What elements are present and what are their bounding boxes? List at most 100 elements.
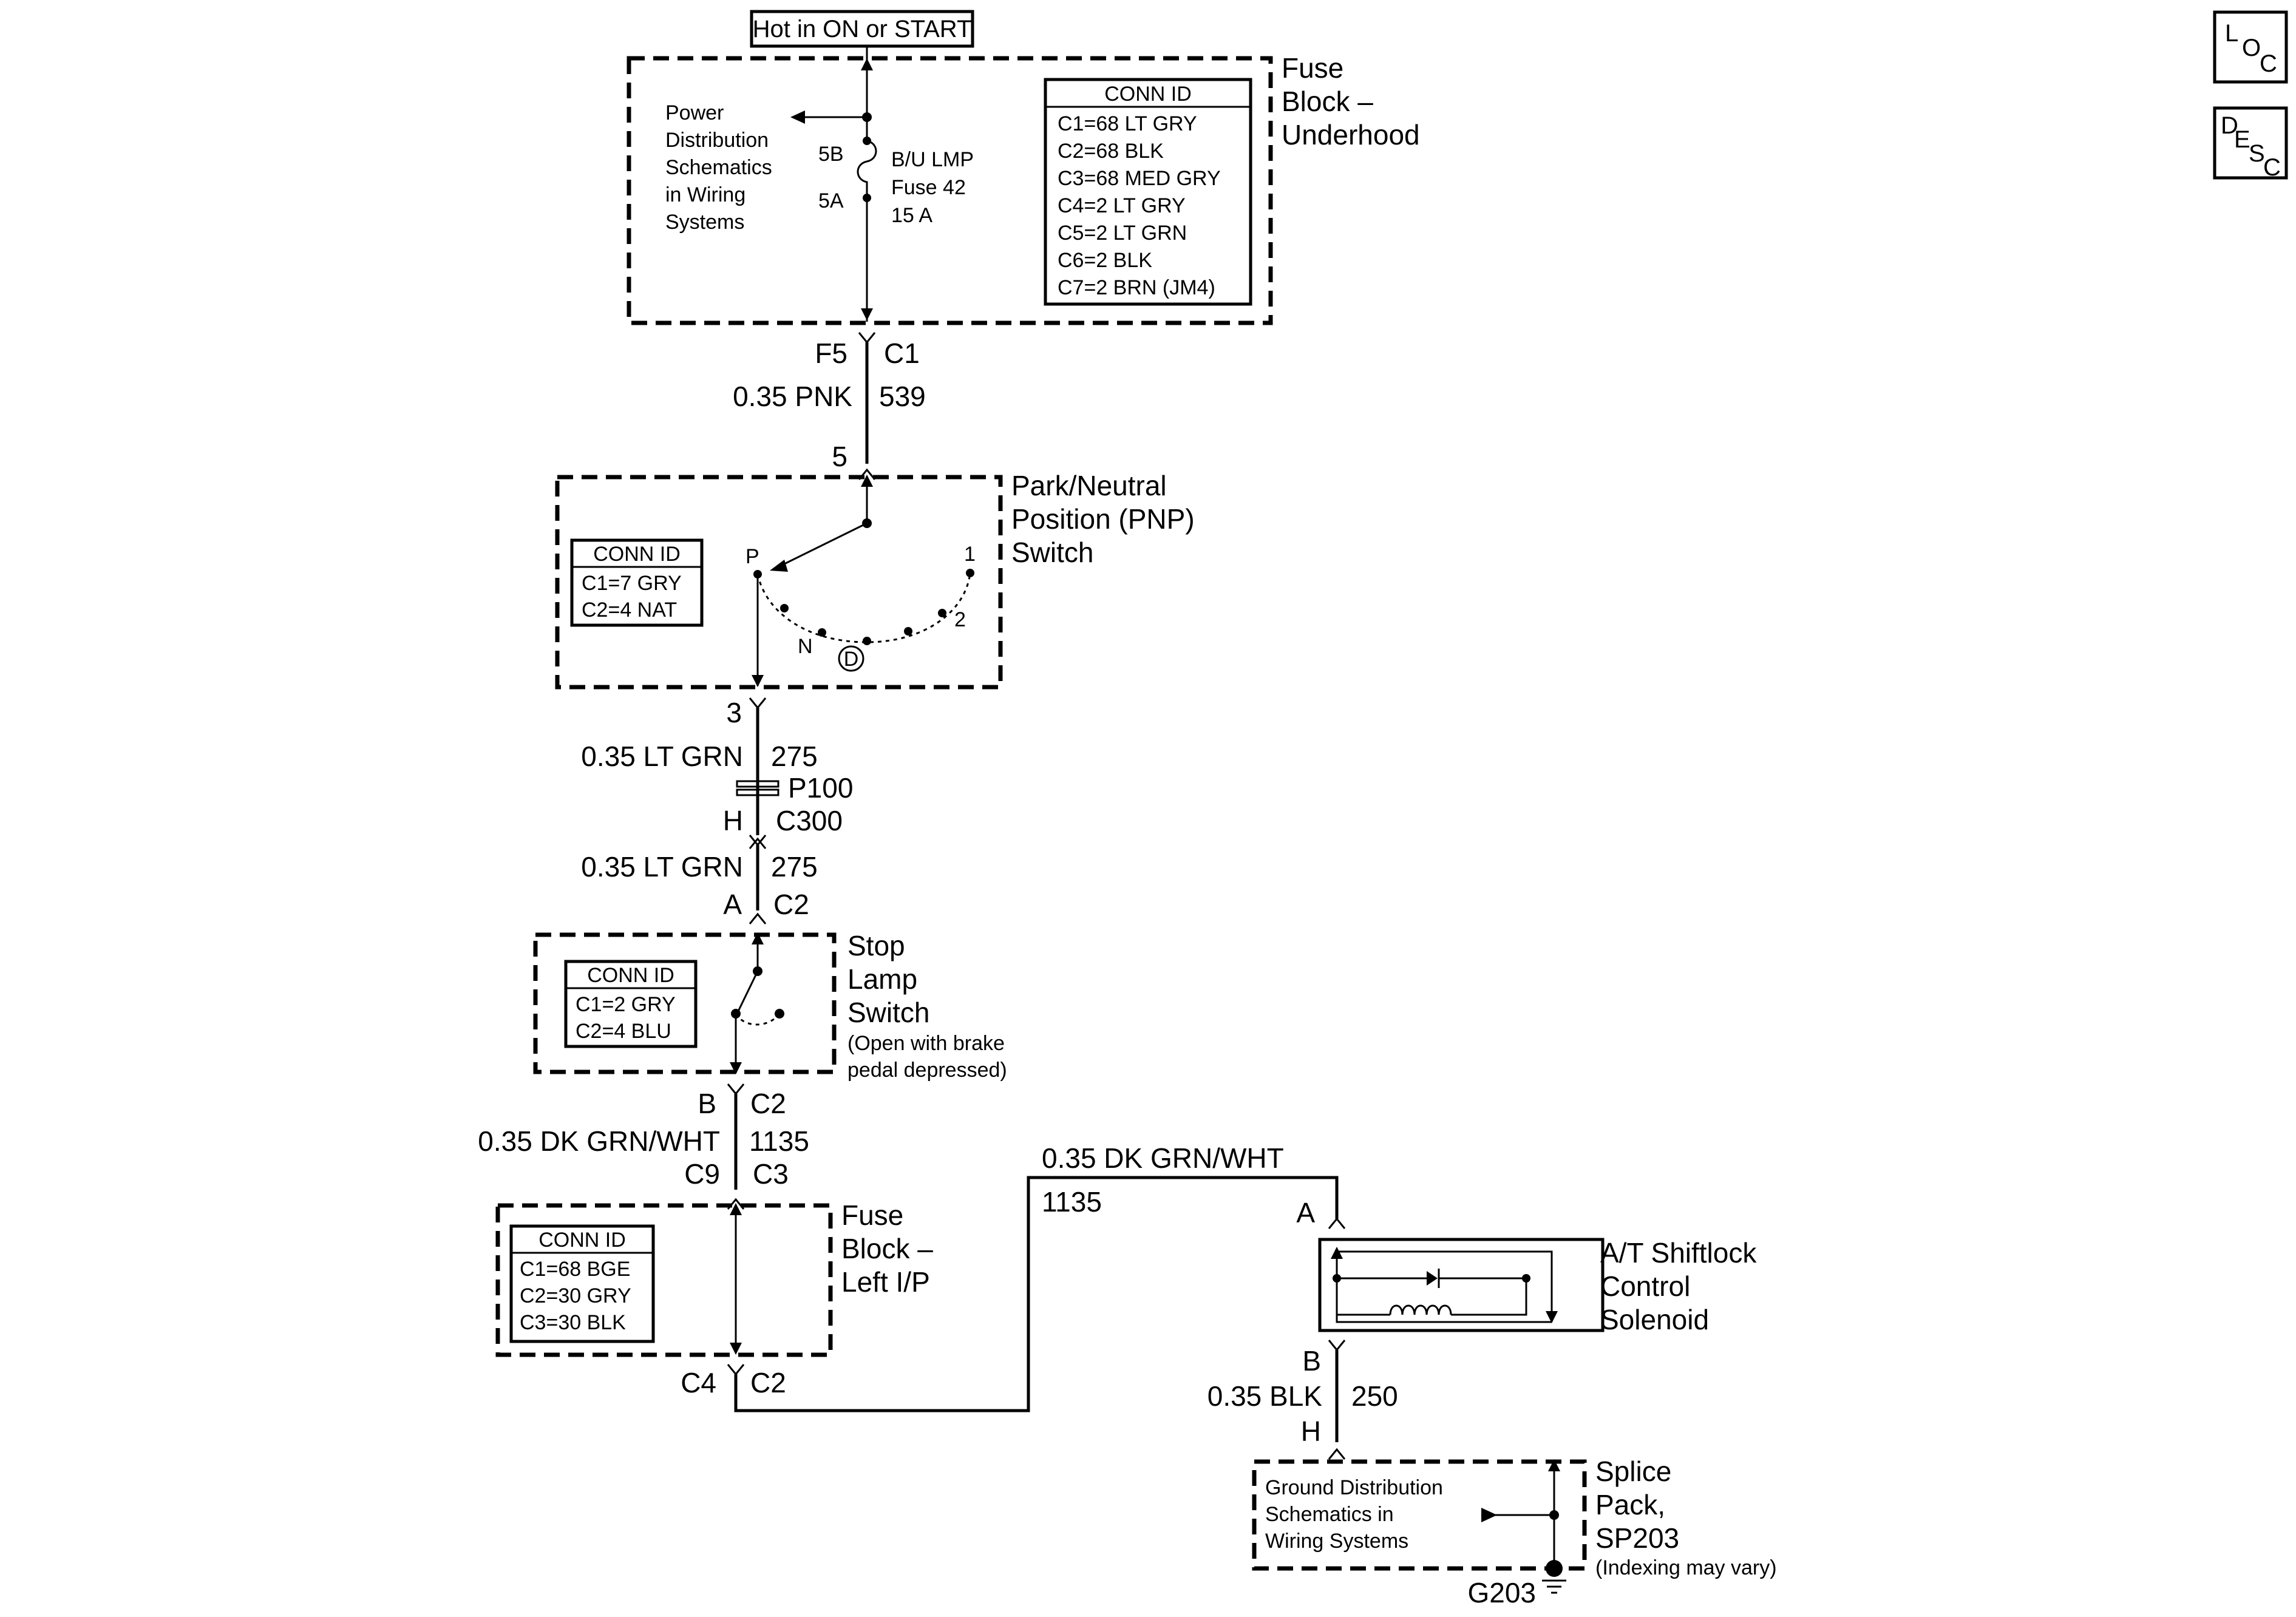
desc-letter-c: C [2263, 154, 2281, 181]
switch-position-arc [756, 572, 971, 643]
terminal-5b: 5B [818, 143, 844, 166]
power-ref-5: Systems [665, 211, 744, 234]
power-ref-2: Distribution [665, 129, 769, 152]
conn-row: C2=4 BLU [576, 1020, 671, 1043]
wire-250: B 0.35 BLK 250 H [1207, 1340, 1398, 1460]
loc-icon[interactable]: L O C [2213, 10, 2288, 84]
fuse-42-symbol [857, 140, 877, 202]
wire-275-lower: 0.35 LT GRN 275 A C2 [581, 837, 818, 924]
ground-g203: G203 [1467, 1577, 1536, 1609]
circuit-number: 1135 [1042, 1186, 1102, 1218]
pin-h: H [723, 805, 743, 836]
pos-d-circle [838, 645, 864, 672]
pin-c4: C4 [681, 1367, 716, 1398]
pos-p: P [746, 545, 759, 568]
loc-letter-c: C [2260, 50, 2277, 77]
fuse-label-1: B/U LMP [891, 148, 974, 171]
conn-id-header: CONN ID [587, 964, 674, 987]
solenoid-title-3: Solenoid [1600, 1304, 1709, 1335]
fuse-underhood-title-2: Block – [1282, 86, 1373, 117]
power-ref-1: Power [665, 101, 724, 124]
fuse-underhood-title-1: Fuse [1282, 52, 1343, 84]
p100-label: P100 [788, 772, 853, 804]
desc-letter-d: D [2221, 112, 2238, 139]
solenoid-title-2: Control [1600, 1270, 1690, 1302]
conn-c3: C3 [753, 1158, 789, 1190]
conn-row: C1=68 BGE [520, 1258, 630, 1281]
wire-gauge: 0.35 PNK [733, 381, 852, 412]
p100-grommet-icon [736, 780, 779, 796]
pin-f5: F5 [815, 337, 847, 369]
pin-b: B [1302, 1345, 1321, 1377]
pin-h: H [1301, 1415, 1321, 1447]
wire-gauge: 0.35 DK GRN/WHT [478, 1125, 720, 1157]
stop-lamp-title-3: Switch [847, 997, 929, 1028]
stop-lamp-title-1: Stop [847, 930, 905, 961]
splice-title-2: Pack, [1595, 1489, 1665, 1520]
fuse-label-2: Fuse 42 [891, 176, 966, 199]
fuse-left-title-1: Fuse [841, 1199, 903, 1231]
power-ref-4: in Wiring [665, 183, 746, 206]
conn-row: C2=4 NAT [582, 598, 677, 622]
shiftlock-solenoid: A/T Shiftlock Control Solenoid [1318, 1237, 1757, 1335]
power-ref-3: Schematics [665, 156, 772, 179]
conn-row: C2=30 GRY [520, 1284, 631, 1307]
conn-row: C4=2 LT GRY [1058, 194, 1186, 217]
conn-row: C3=68 MED GRY [1058, 167, 1221, 190]
wire-539: F5 C1 0.35 PNK 539 5 [733, 332, 926, 480]
wire-1135-lower: 0.35 DK GRN/WHT 1135 A [734, 1142, 1346, 1412]
solenoid-title-1: A/T Shiftlock [1600, 1237, 1757, 1269]
circuit-number: 539 [879, 381, 926, 412]
pnp-title-2: Position (PNP) [1011, 503, 1195, 535]
fuse-left-conn-id-table: CONN ID C1=68 BGE C2=30 GRY C3=30 BLK [509, 1224, 655, 1343]
pnp-switch: Park/Neutral Position (PNP) Switch P N D… [555, 470, 1195, 690]
loc-letter-o: O [2242, 35, 2261, 61]
pnp-title-3: Switch [1011, 537, 1093, 568]
stop-lamp-conn-id-table: CONN ID C1=2 GRY C2=4 BLU [564, 960, 698, 1048]
circuit-number: 275 [771, 741, 818, 772]
conn-row: C1=68 LT GRY [1058, 112, 1197, 135]
splice-title-3: SP203 [1595, 1522, 1679, 1554]
desc-letter-e: E [2234, 126, 2250, 153]
wire-gauge: 0.35 BLK [1207, 1380, 1323, 1412]
loc-letter-l: L [2225, 20, 2238, 47]
pos-1: 1 [964, 543, 976, 566]
wire-gauge: 0.35 LT GRN [581, 851, 743, 883]
wire-gauge: 0.35 DK GRN/WHT [1042, 1142, 1284, 1174]
diode-icon [1427, 1269, 1440, 1288]
conn-row: C5=2 LT GRN [1058, 222, 1187, 245]
circuit-number: 250 [1351, 1380, 1398, 1412]
fuse-underhood-title-3: Underhood [1282, 119, 1420, 151]
pnp-conn-id-table: CONN ID C1=7 GRY C2=4 NAT [570, 538, 704, 627]
power-distribution-arrow-icon [790, 110, 805, 124]
fuse-left-title-3: Left I/P [841, 1266, 930, 1298]
splice-note: (Indexing may vary) [1595, 1556, 1777, 1579]
stop-lamp-note-2: pedal depressed) [847, 1059, 1007, 1082]
pos-2: 2 [954, 608, 966, 631]
wire-gauge: 0.35 LT GRN [581, 741, 743, 772]
conn-row: C7=2 BRN (JM4) [1058, 276, 1215, 299]
conn-c2: C2 [750, 1088, 786, 1119]
fuse-block-underhood: Fuse Block – Underhood Power Distributio… [627, 46, 1420, 325]
desc-icon[interactable]: D E S C [2213, 106, 2288, 181]
ground-symbol-icon [1542, 1579, 1566, 1594]
c300-label: C300 [776, 805, 843, 836]
conn-row: C6=2 BLK [1058, 249, 1152, 272]
conn-c2: C2 [773, 889, 809, 920]
ground-ref-1: Ground Distribution [1265, 1476, 1443, 1499]
pin-c1: C1 [884, 337, 920, 369]
fuse-block-left-ip: Fuse Block – Left I/P CONN ID C1=68 BGE … [495, 1199, 933, 1398]
hot-in-label: Hot in ON or START [750, 10, 974, 48]
pin-c2: C2 [750, 1367, 786, 1398]
fuse-underhood-conn-id-table: CONN ID C1=68 LT GRY C2=68 BLK C3=68 MED… [1044, 78, 1252, 306]
pnp-title-1: Park/Neutral [1011, 470, 1167, 501]
wire-1135-upper: B C2 0.35 DK GRN/WHT 1135 C9 C3 [478, 1083, 809, 1210]
stop-lamp-switch: Stop Lamp Switch (Open with brake pedal … [533, 930, 1007, 1082]
switch-arm-arrow-icon [770, 560, 788, 572]
pos-n: N [798, 635, 813, 658]
pin-b: B [698, 1088, 716, 1119]
pos-d: D [844, 648, 859, 671]
ground-distribution-arrow-icon [1481, 1508, 1497, 1522]
pin-a: A [1296, 1197, 1315, 1229]
